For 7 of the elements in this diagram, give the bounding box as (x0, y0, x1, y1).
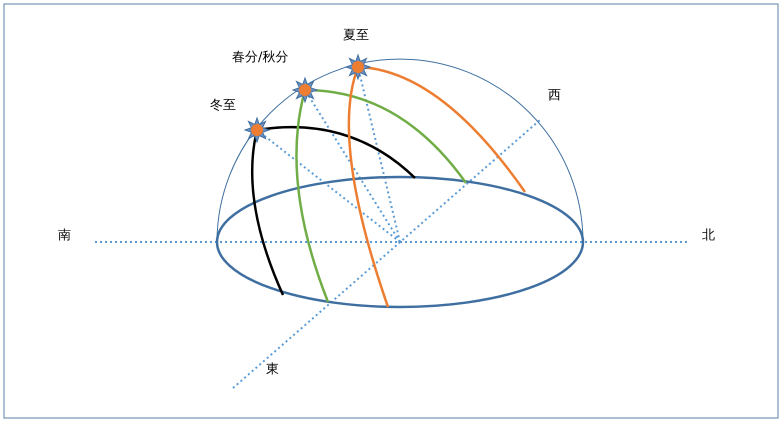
direction-label: 北 (702, 228, 715, 244)
solstice-label: 春分/秋分 (232, 50, 288, 66)
direction-label: 南 (58, 228, 71, 244)
direction-label: 西 (548, 88, 561, 104)
direction-label: 東 (266, 362, 279, 378)
solstice-label: 冬至 (210, 98, 236, 114)
solstice-label: 夏至 (343, 28, 369, 44)
